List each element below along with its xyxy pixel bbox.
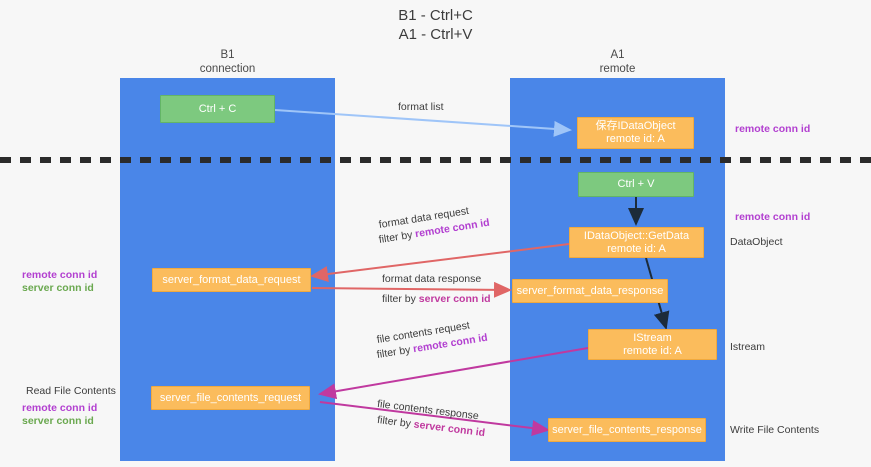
column-a1-role: remote	[599, 63, 636, 75]
label-format-list: format list	[398, 101, 444, 114]
node-ctrl-c[interactable]: Ctrl + C	[160, 95, 275, 123]
node-ctrl-v[interactable]: Ctrl + V	[578, 172, 694, 197]
node-server-file-contents-request[interactable]: server_file_contents_request	[151, 386, 310, 410]
annotation-dataobject: DataObject	[730, 236, 783, 248]
annotation-left-mid-group: remote conn id server conn id	[22, 269, 97, 295]
annotation-remote-conn-id-top: remote conn id	[735, 123, 811, 135]
node-idataobject-getdata[interactable]: IDataObject::GetData remote id: A	[569, 227, 704, 258]
node-server-file-contents-request-label: server_file_contents_request	[159, 391, 302, 404]
annotation-left-bottom-remote: remote conn id	[22, 402, 98, 414]
node-ctrl-v-label: Ctrl + V	[617, 178, 655, 190]
node-getdata-line1: IDataObject::GetData	[583, 229, 690, 242]
label-file-contents-response: file contents response filter by server …	[377, 398, 487, 439]
annotation-left-bottom-group: remote conn id server conn id	[22, 402, 97, 428]
node-idataobject-line1: 保存IDataObject	[595, 120, 676, 132]
column-a1-name: A1	[610, 49, 625, 61]
label-format-data-response-text: format data response	[382, 273, 482, 285]
column-b1-name: B1	[220, 49, 235, 61]
node-server-format-data-request[interactable]: server_format_data_request	[152, 268, 311, 292]
annotation-write-file-contents: Write File Contents	[730, 424, 820, 436]
annotation-left-mid-server: server conn id	[22, 282, 94, 294]
node-getdata-line2: remote id: A	[607, 242, 666, 255]
arrow-format-list	[274, 109, 572, 137]
annotation-left-mid-remote: remote conn id	[22, 269, 98, 281]
node-server-format-data-response[interactable]: server_format_data_response	[512, 279, 668, 303]
column-header-b1: B1 connection	[120, 48, 335, 76]
diagram-title: B1 - Ctrl+C A1 - Ctrl+V	[0, 6, 871, 44]
node-server-format-data-response-label: server_format_data_response	[516, 284, 664, 297]
label-file-contents-request: file contents request filter by remote c…	[376, 319, 490, 362]
annotation-remote-conn-id-mid: remote conn id	[735, 211, 811, 223]
node-server-file-contents-response-label: server_file_contents_response	[552, 423, 702, 436]
node-idataobject-remote[interactable]: 保存IDataObject remote id: A	[577, 117, 694, 149]
column-header-a1: A1 remote	[510, 48, 725, 76]
title-line-1: B1 - Ctrl+C	[398, 7, 473, 24]
arrow-format-data-request	[310, 243, 570, 282]
annotation-istream: Istream	[730, 341, 766, 353]
annotation-left-bottom-server: server conn id	[22, 415, 94, 427]
node-istream-line2: remote id: A	[623, 344, 682, 357]
node-server-file-contents-response[interactable]: server_file_contents_response	[548, 418, 706, 442]
annotation-read-file-contents: Read File Contents	[26, 385, 116, 397]
label-format-data-response: format data response filter by server co…	[382, 273, 491, 306]
node-idataobject-line2: remote id: A	[606, 133, 665, 145]
label-format-data-response-filter-key: server conn id	[418, 293, 491, 305]
label-format-data-response-filter-prefix: filter by	[382, 293, 419, 305]
arrow-format-data-response	[311, 281, 512, 298]
label-format-data-request: format data request filter by remote con…	[378, 205, 492, 247]
arrow-file-contents-response	[319, 401, 550, 436]
title-line-2: A1 - Ctrl+V	[398, 26, 473, 43]
node-server-format-data-request-label: server_format_data_request	[162, 273, 301, 286]
column-b1-role: connection	[199, 63, 256, 75]
arrow-file-contents-request	[318, 347, 589, 400]
node-istream-line1: IStream	[633, 331, 672, 344]
node-ctrl-c-label: Ctrl + C	[198, 102, 237, 115]
label-format-list-text: format list	[398, 101, 444, 113]
node-istream[interactable]: IStream remote id: A	[588, 329, 717, 360]
